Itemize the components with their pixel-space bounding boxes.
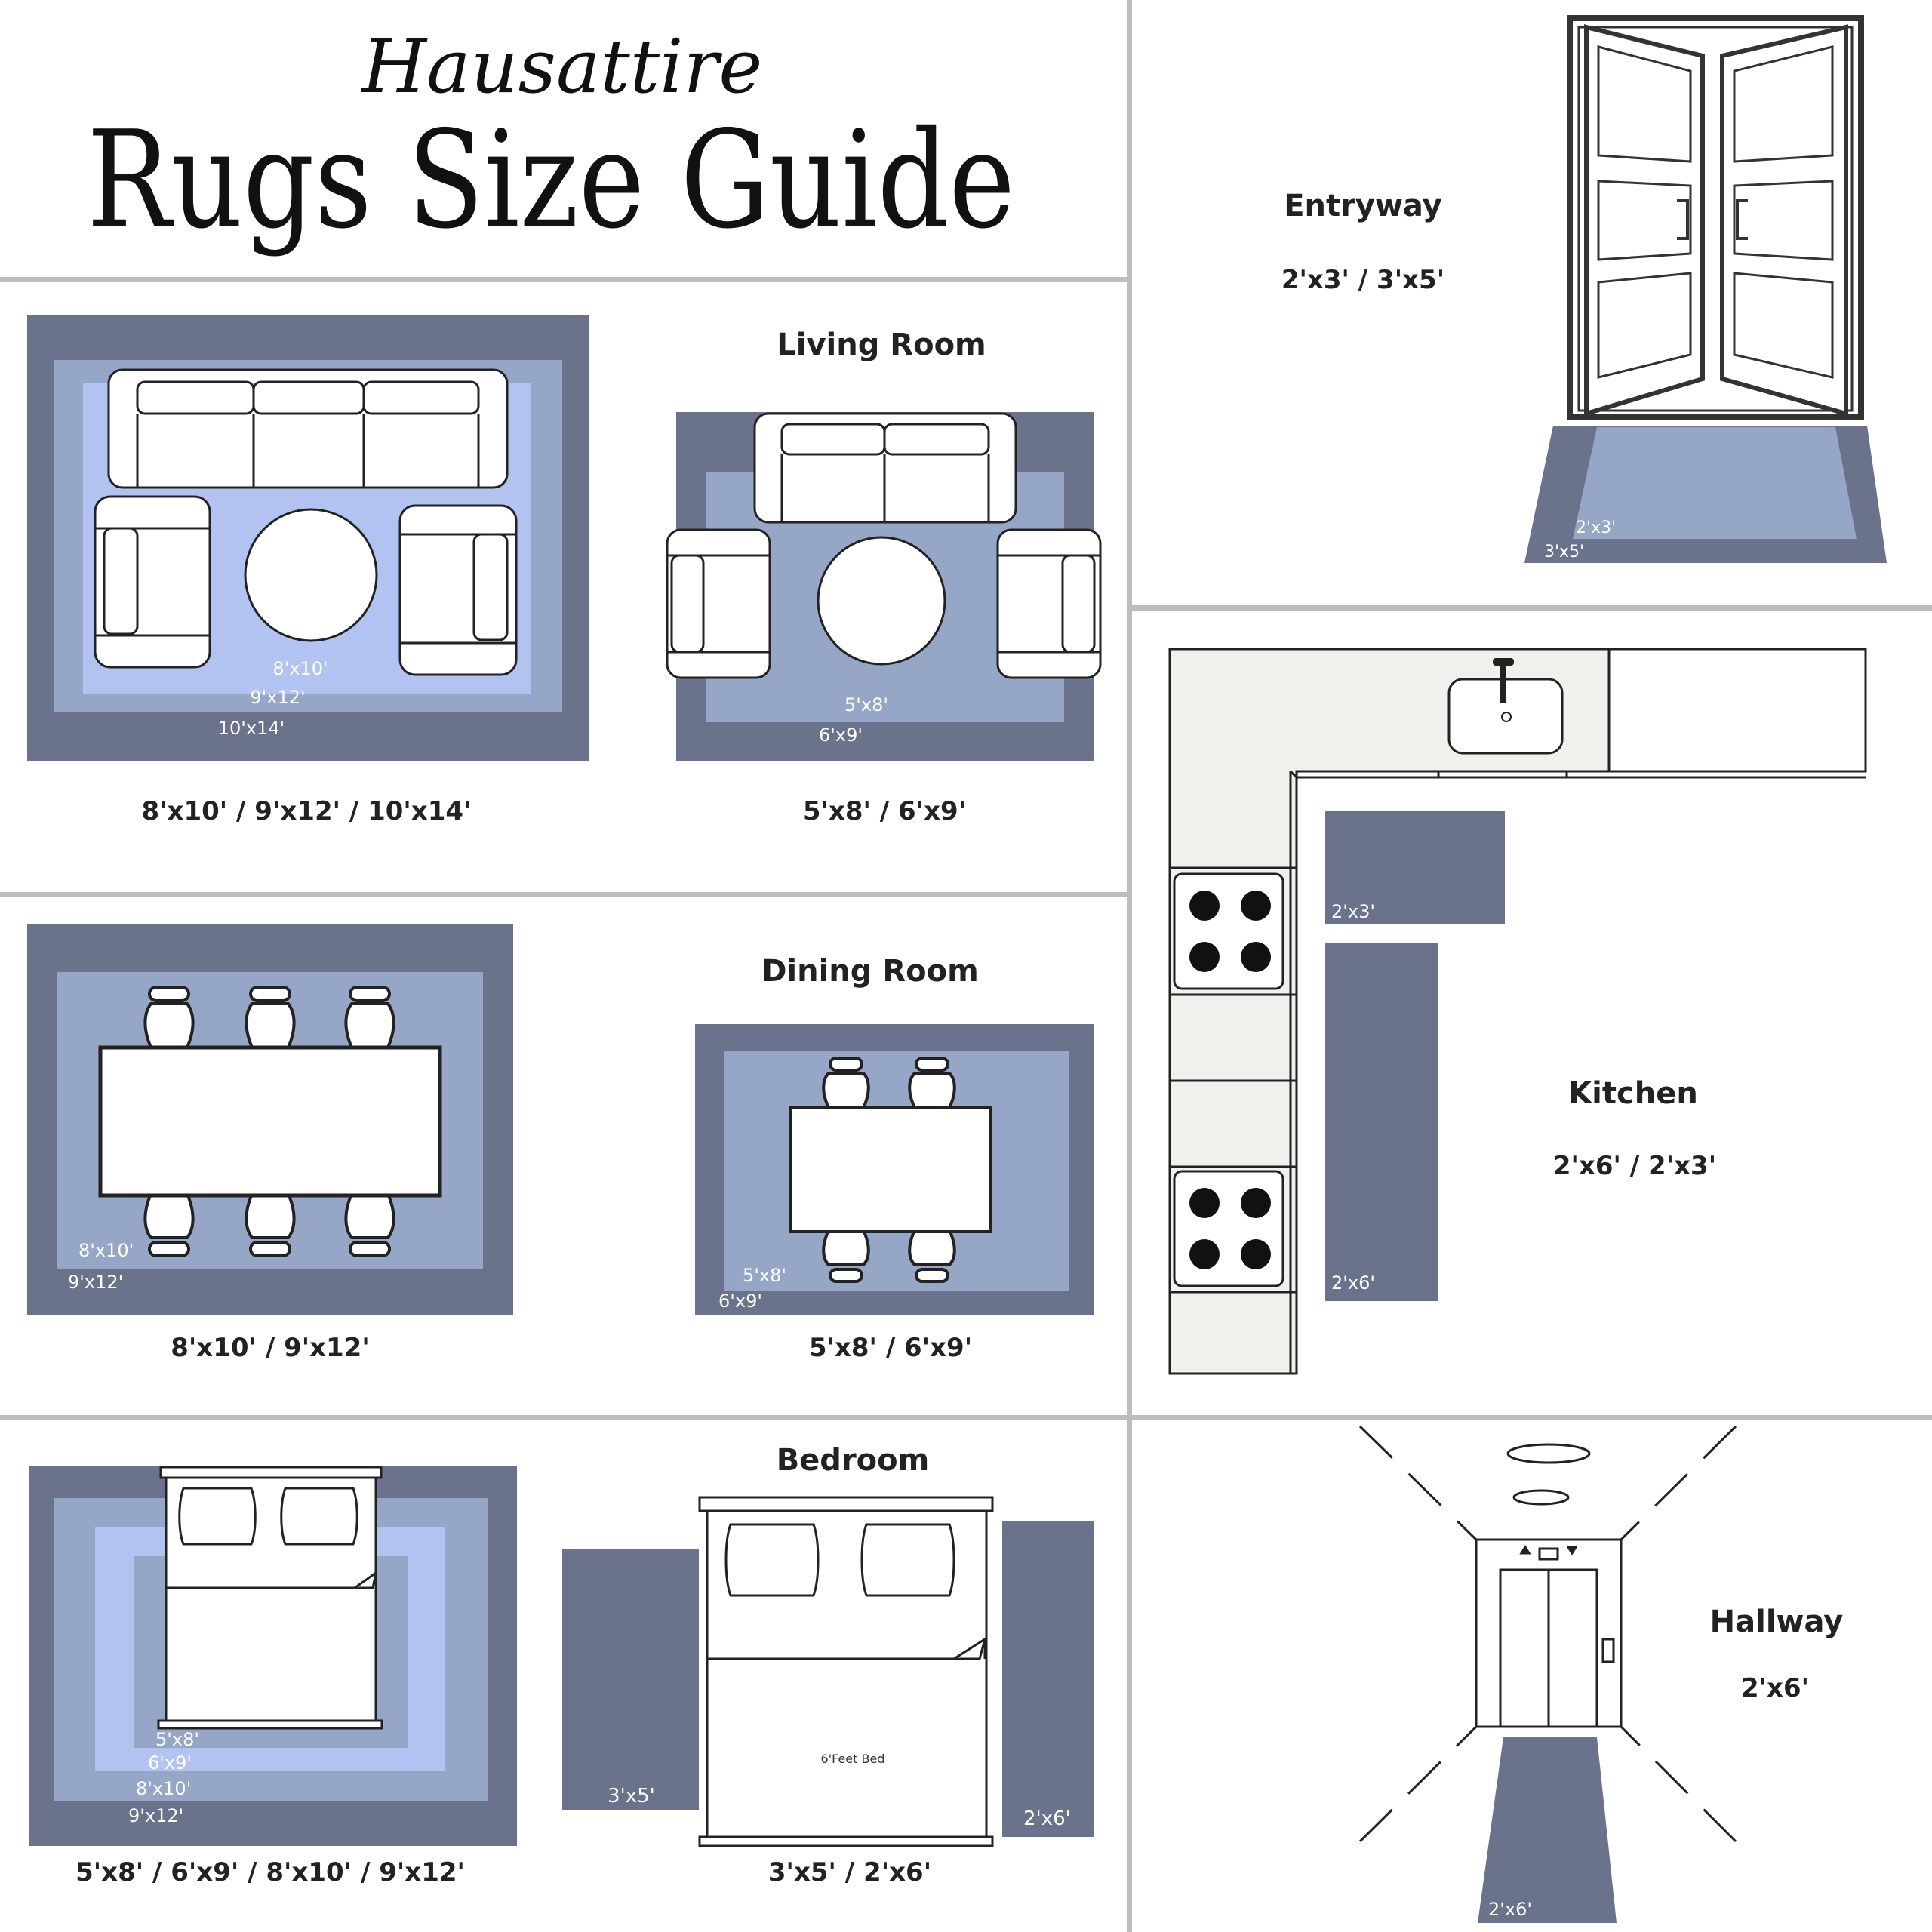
bedroom-small-diagram: Bedroom 6'Feet Bed 3'x5' 2'x6' 3'x5' / 2… xyxy=(562,1443,1094,1887)
rug-label: 2'x6' xyxy=(1488,1899,1532,1920)
coffee-table-icon xyxy=(244,508,378,642)
size-caption: 5'x8' / 6'x9' xyxy=(803,796,966,826)
size-caption: 8'x10' / 9'x12' xyxy=(171,1333,370,1363)
rug-label: 9'x12' xyxy=(250,687,305,708)
armchair-right-icon xyxy=(398,504,518,676)
sink-icon xyxy=(1447,658,1564,755)
living-large-diagram: 8'x10' 9'x12' 10'x14' 8'x10' / 9'x12' / … xyxy=(27,315,589,826)
armchair-left-icon xyxy=(94,495,211,669)
coffee-table-icon xyxy=(817,536,946,666)
double-door-icon xyxy=(1567,15,1864,420)
section-title: Dining Room xyxy=(761,954,979,989)
rug-2x6 xyxy=(1478,1737,1617,1923)
sofa-icon xyxy=(753,412,1017,524)
section-title: Bedroom xyxy=(777,1443,930,1478)
rug-label: 5'x8' xyxy=(155,1729,199,1750)
rug-label: 6'x9' xyxy=(819,724,863,746)
size-caption: 3'x5' / 2'x6' xyxy=(768,1857,931,1887)
rug-label: 3'x5' xyxy=(1544,543,1584,561)
size-caption: 5'x8' / 6'x9' / 8'x10' / 9'x12' xyxy=(75,1857,465,1887)
rug-label: 2'x6' xyxy=(1023,1807,1071,1830)
brand-logo: Hausattire xyxy=(361,24,763,110)
dining-small-diagram: Dining Room 5'x8' 6'x9' 5'x8' / 6'x9' xyxy=(695,954,1094,1363)
armchair-left-icon xyxy=(666,528,771,679)
header: Hausattire Rugs Size Guide xyxy=(87,24,1015,258)
hallway-perspective-icon xyxy=(1358,1425,1737,1843)
stove-top-icon xyxy=(1173,872,1284,990)
dining-chairs-icon xyxy=(143,986,395,1257)
rug-label: 9'x12' xyxy=(68,1272,123,1293)
dining-large-diagram: 8'x10' 9'x12' 8'x10' / 9'x12' xyxy=(27,924,513,1363)
rug-label: 5'x8' xyxy=(844,694,888,715)
sofa-icon xyxy=(107,368,509,489)
rug-2x3 xyxy=(1325,811,1505,924)
divider-dining-bedroom xyxy=(0,1415,1932,1420)
divider-under-title xyxy=(0,277,1127,282)
rug-2x6 xyxy=(1325,943,1438,1301)
rug-label: 8'x10' xyxy=(136,1778,191,1799)
door-right-icon xyxy=(1720,24,1848,417)
entryway-panel: Entryway 2'x3' / 3'x5' 2'x3' 3'x5' xyxy=(1281,15,1887,563)
rug-label: 3'x5' xyxy=(608,1785,655,1807)
rug-label: 6'x9' xyxy=(148,1752,192,1774)
page-title: Rugs Size Guide xyxy=(87,102,1015,258)
bed-size-label: 6'Feet Bed xyxy=(821,1752,885,1766)
section-title: Hallway xyxy=(1710,1604,1844,1639)
section-title: Entryway xyxy=(1284,189,1442,223)
rug-label: 8'x10' xyxy=(272,658,328,679)
hallway-panel: 2'x6' Hallway 2'x6' xyxy=(1358,1425,1844,1923)
rug-label: 2'x6' xyxy=(1331,1272,1375,1294)
bed-icon xyxy=(157,1466,383,1730)
dining-table-icon xyxy=(789,1106,992,1233)
size-caption: 8'x10' / 9'x12' / 10'x14' xyxy=(141,796,471,826)
bed-icon xyxy=(698,1496,994,1847)
rug-label: 6'x9' xyxy=(718,1291,762,1312)
rug-label: 2'x3' xyxy=(1576,518,1616,537)
vertical-divider xyxy=(1127,0,1132,1932)
size-caption: 2'x3' / 3'x5' xyxy=(1281,265,1444,295)
divider-living-dining xyxy=(0,892,1127,897)
stove-top-icon xyxy=(1173,1170,1284,1287)
elevator-icon xyxy=(1499,1545,1615,1728)
rug-label: 5'x8' xyxy=(743,1265,786,1286)
rug-2x6 xyxy=(1002,1521,1094,1837)
rug-label: 10'x14' xyxy=(218,718,285,739)
divider-entry-kitchen xyxy=(1132,605,1932,611)
rug-3x5 xyxy=(562,1549,699,1810)
armchair-right-icon xyxy=(996,528,1102,679)
section-title: Kitchen xyxy=(1568,1076,1698,1111)
bedroom-large-diagram: 5'x8' 6'x9' 8'x10' 9'x12' 5'x8' / 6'x9' … xyxy=(29,1466,517,1887)
size-caption: 2'x6' xyxy=(1741,1673,1809,1703)
door-left-icon xyxy=(1584,24,1705,417)
rug-2x3 xyxy=(1573,427,1857,539)
rug-label: 2'x3' xyxy=(1331,901,1375,922)
section-title: Living Room xyxy=(777,328,986,362)
rug-label: 9'x12' xyxy=(128,1805,183,1826)
kitchen-panel: 2'x3' 2'x6' Kitchen 2'x6' / 2'x3' xyxy=(1168,648,1867,1375)
living-small-diagram: Living Room 5'x8' 6'x9' 5'x8' / xyxy=(666,328,1102,826)
size-caption: 5'x8' / 6'x9' xyxy=(809,1333,972,1363)
dining-table-icon xyxy=(98,1045,442,1198)
dining-chairs-icon xyxy=(822,1057,956,1283)
size-caption: 2'x6' / 2'x3' xyxy=(1553,1151,1716,1181)
rug-label: 8'x10' xyxy=(78,1240,134,1261)
